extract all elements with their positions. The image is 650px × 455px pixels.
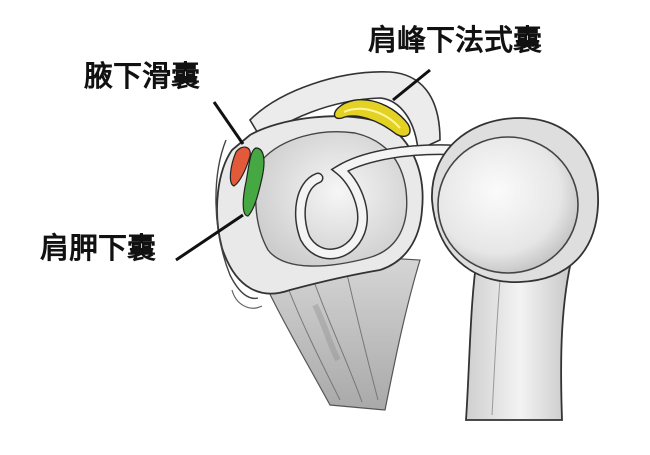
subscapular-bursa-shape — [242, 147, 265, 217]
humeral-head — [437, 136, 579, 274]
axillary-bursa-shape — [229, 146, 251, 187]
label-subacromial-bursa: 肩峰下法式囊 — [368, 23, 543, 57]
glenoid-fossa — [255, 131, 408, 267]
capsule-left-edge — [215, 139, 259, 300]
leader-subscapular — [175, 213, 244, 262]
label-axillary-bursa: 腋下滑囊 — [84, 59, 201, 93]
leader-subacromial — [392, 68, 431, 102]
humerus-shaft — [465, 244, 577, 421]
label-subscapular-bursa: 肩胛下囊 — [40, 231, 157, 265]
acromion-arch — [248, 71, 441, 152]
leader-axillary — [212, 101, 245, 145]
